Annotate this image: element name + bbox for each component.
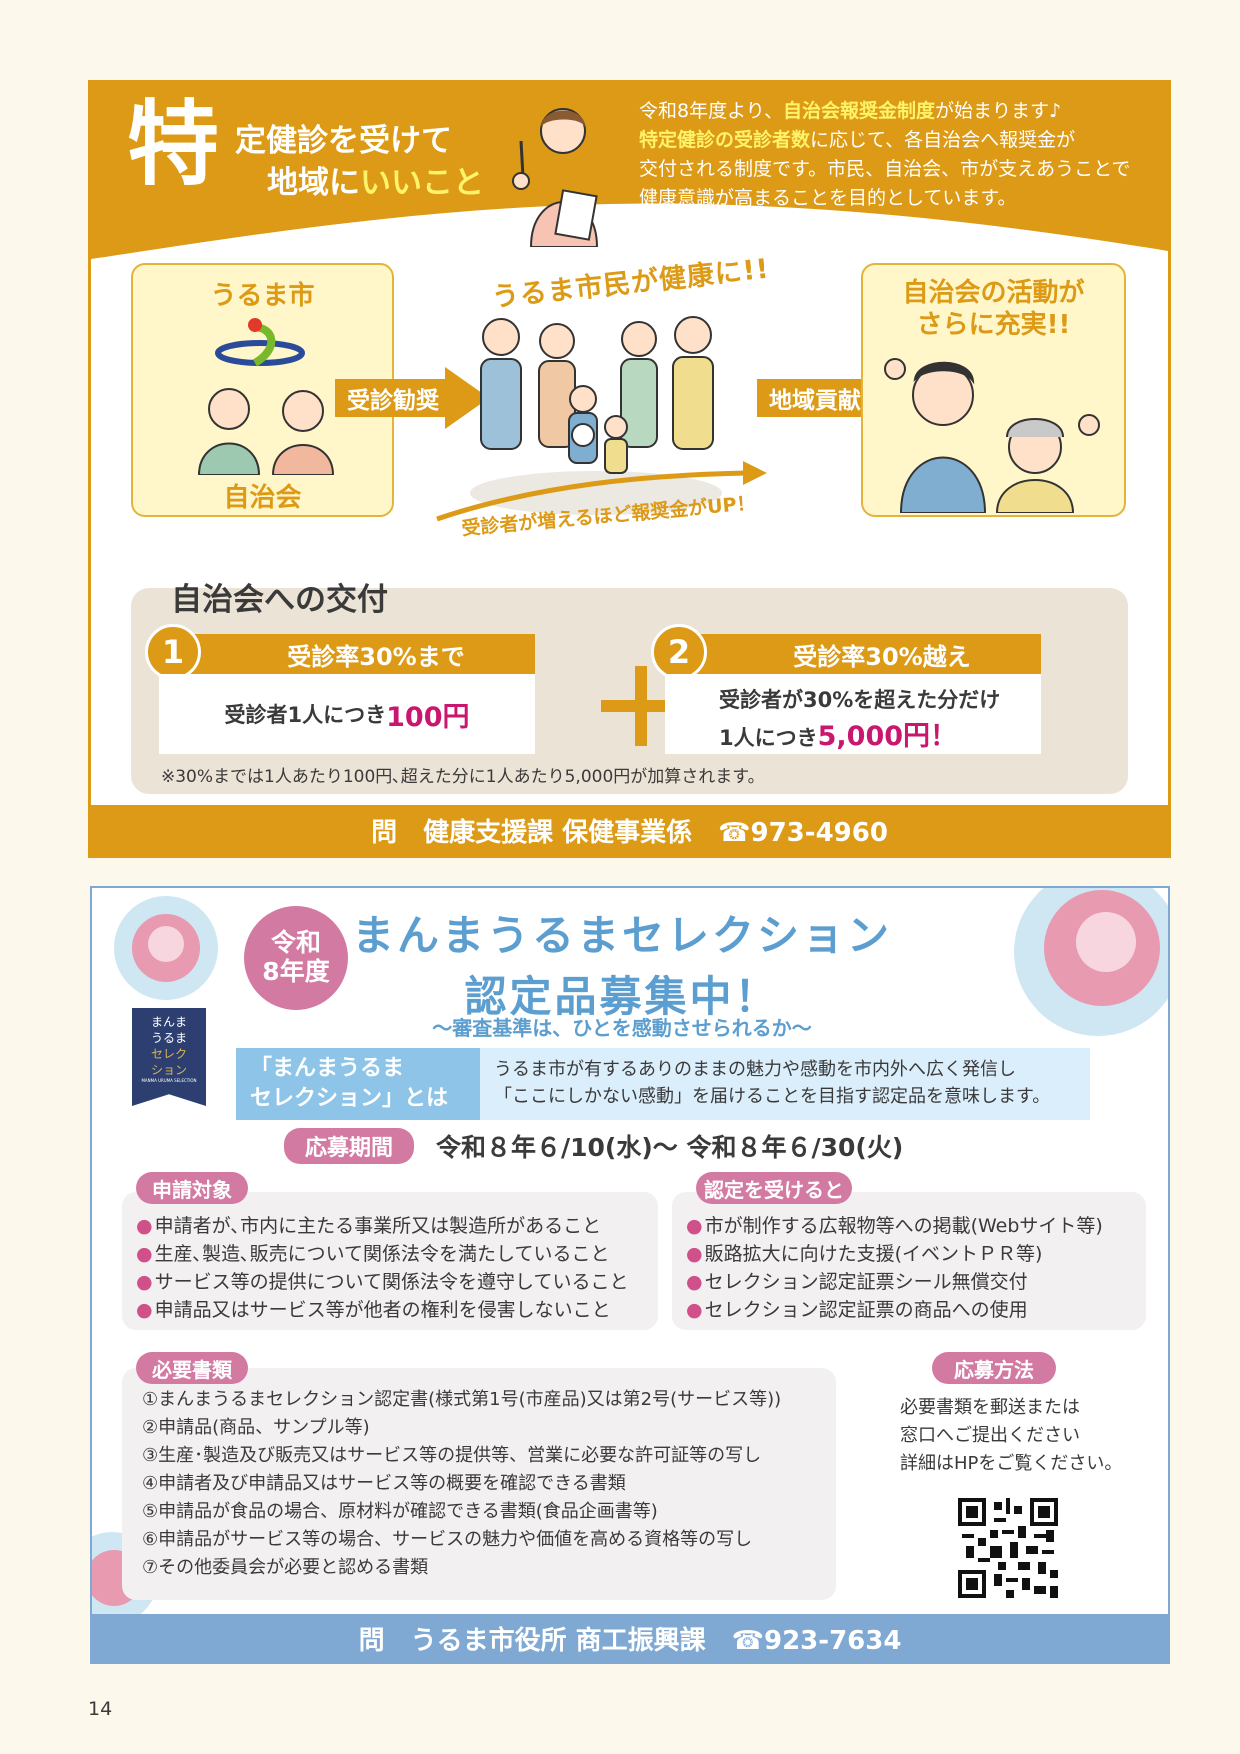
grant-title: 自治会への交付 [171,582,388,618]
howto-text: 必要書類を郵送または 窓口へご提出ください 詳細はHPをご覧ください。 [900,1397,1123,1474]
section1-contact: 問 健康支援課 保健事業係 ☎973-4960 [91,805,1168,855]
family-illustration-icon [470,316,722,515]
section2-subtitle: 〜審査基準は、ひとを感動させられるか〜 [432,1016,812,1040]
target-label: 申請対象 [136,1172,248,1204]
list-item: サービス等の提供について関係法令を遵守していること [136,1268,629,1296]
city-label: うるま市 [210,281,315,311]
list-item: 申請者が､市内に主たる事業所又は製造所があること [136,1212,628,1240]
qr-code-icon[interactable] [958,1498,1058,1598]
decor-blob-icon-2 [1014,888,1168,1036]
list-item: 申請品又はサービス等が他者の権利を侵害しないこと [136,1296,628,1324]
activity-box: 自治会の活動が さらに充実!! [861,263,1126,517]
header-wave-bg [91,83,1168,259]
selection-ribbon: まんまうるま セレクション MANMA URUMA SELECTION [132,1008,206,1106]
health-checkup-section: 特 定健診を受けて 地域にいいこと 令和8年度より、自治会報奨金制度が始まります… [88,80,1171,858]
list-item: ⑦その他委員会が必要と認める書類 [142,1557,429,1578]
decor-blob-icon [114,896,218,1000]
benefit-label: 認定を受けると [696,1172,852,1204]
list-item: ②申請品(商品、サンプル等) [142,1417,370,1438]
section2-title: まんまうるまセレクション 認定品募集中！ [351,911,892,1021]
list-item: ③生産･製造及び販売又はサービス等の提供等、営業に必要な許可証等の写し [142,1445,762,1466]
list-item: ④申請者及び申請品又はサービス等の概要を確認できる書類 [142,1473,626,1494]
section1-header: 特 定健診を受けて 地域にいいこと 令和8年度より、自治会報奨金制度が始まります… [91,83,1168,283]
benefit-box: 市が制作する広報物等への掲載(Webサイト等) 販路拡大に向けた支援(イベントＰ… [672,1192,1146,1330]
title-line2: 地域にいいこと [267,165,484,201]
documents-list: ①まんまうるまセレクション認定書(様式第1号(市産品)又は第2号(サービス等))… [142,1386,781,1582]
list-item: ⑥申請品がサービス等の場合、サービスの魅力や価値を高める資格等の写し [142,1529,753,1550]
section2-contact: 問 うるま市役所 商工振興課 ☎923-7634 [92,1614,1168,1662]
documents-label: 必要書類 [136,1352,248,1384]
item2-number: 2 [651,624,707,680]
item2-box: 受診者が30%を超えた分だけ 1人につき5,000円！ [665,674,1041,754]
period-label: 応募期間 [284,1128,414,1164]
item1-label: 受診率30%まで [177,634,535,674]
target-box: 申請者が､市内に主たる事業所又は製造所があること 生産､製造､販売について関係法… [122,1192,658,1330]
item2-label: 受診率30%越え [683,634,1041,674]
item1-amount: 100円 [386,701,470,733]
nurse-illustration-icon [512,108,599,247]
cheering-people-icon [884,358,1100,513]
elderly-couple-icon [197,388,335,475]
grant-note: ※30%までは1人あたり100円､超えた分に1人あたり5,000円が加算されます… [161,767,765,787]
benefit-list: 市が制作する広報物等への掲載(Webサイト等) 販路拡大に向けた支援(イベントＰ… [686,1212,1103,1324]
activity-text: 自治会の活動が さらに充実!! [902,278,1085,340]
list-item: 市が制作する広報物等への掲載(Webサイト等) [686,1212,1103,1240]
target-list: 申請者が､市内に主たる事業所又は製造所があること 生産､製造､販売について関係法… [136,1212,629,1324]
arrow-right-icon [335,367,489,429]
item2-amount: 5,000円！ [817,721,958,752]
definition-text: うるま市が有するありのままの魅力や感動を市内外へ広く発信し「ここにしかない感動」… [480,1048,1090,1120]
city-box: うるま市 自治会 [131,263,394,517]
arrow2-label: 地域貢献 [769,388,861,414]
association-label: 自治会 [223,483,302,513]
list-item: ⑤申請品が食品の場合、原材料が確認できる書類(食品企画書等) [142,1501,658,1522]
documents-box: ①まんまうるまセレクション認定書(様式第1号(市産品)又は第2号(サービス等))… [122,1368,836,1600]
list-item: 販路拡大に向けた支援(イベントＰＲ等) [686,1240,1103,1268]
title-line1: 定健診を受けて [235,123,452,159]
application-period: 令和８年６/10(水)〜 令和８年６/30(火) [436,1133,904,1162]
list-item: 生産､製造､販売について関係法令を満たしていること [136,1240,628,1268]
item1-number: 1 [145,624,201,680]
city-logo-icon [215,318,305,367]
howto-label: 応募方法 [932,1352,1056,1384]
page-number: 14 [88,1698,113,1720]
list-item: セレクション認定証票シール無償交付 [686,1268,1103,1296]
intro-text: 令和8年度より、自治会報奨金制度が始まります♪ 特定健診の受診者数に応じて、各自… [639,100,1131,209]
title-initial: 特 [127,91,220,198]
arrow1-label: 受診勧奨 [347,388,439,414]
curved-up-arrow-icon [436,461,767,522]
definition-label: 「まんまうるまセレクション」とは [236,1048,480,1120]
plus-icon [601,666,681,746]
list-item: ①まんまうるまセレクション認定書(様式第1号(市産品)又は第2号(サービス等)) [142,1389,782,1410]
list-item: セレクション認定証票の商品への使用 [686,1296,1103,1324]
